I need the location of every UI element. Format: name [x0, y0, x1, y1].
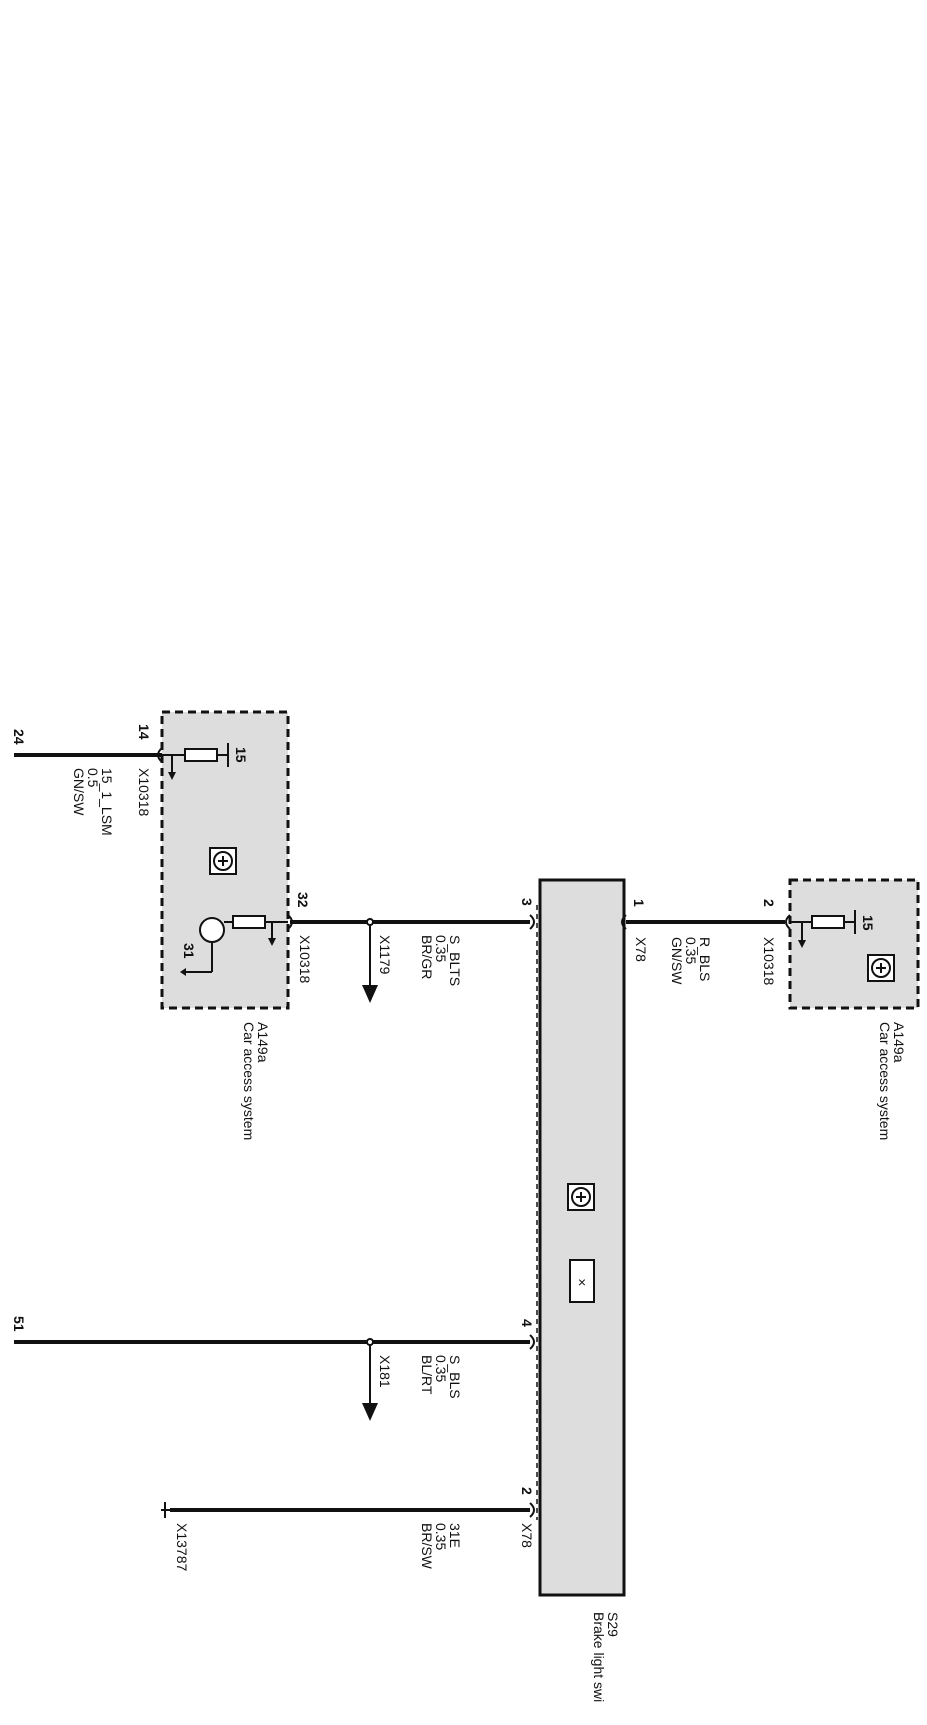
pin-connector-icon: [157, 747, 163, 763]
svg-text:BR/SW: BR/SW: [419, 1523, 435, 1570]
pin-label-14: 14: [136, 724, 152, 740]
svg-text:R_BLS: R_BLS: [697, 937, 713, 981]
pin-connector-icon: [529, 1334, 535, 1350]
svg-text:0.35: 0.35: [433, 1523, 449, 1550]
connector-label-x10318-b: X10318: [297, 935, 313, 983]
pin-label-32: 32: [295, 892, 311, 908]
module-label-top: A149a Car access system: [241, 1022, 271, 1140]
svg-text:0.35: 0.35: [683, 937, 699, 964]
pin-label-3: 3: [519, 898, 535, 906]
svg-text:0.35: 0.35: [433, 935, 449, 962]
svg-text:Brake light swi: Brake light swi: [591, 1612, 607, 1702]
svg-text:X10318: X10318: [761, 937, 777, 985]
wire-label-s-bls: S_BLS 0.35 BL/RT: [419, 1355, 463, 1399]
internal-label-31: 31: [181, 943, 197, 959]
connector-label-x78-a: X78: [633, 937, 649, 962]
car-access-module-right: [785, 878, 920, 1010]
connector-label-x10318-c: X10318: [761, 937, 777, 985]
pin-connector-icon: [529, 914, 535, 930]
switch-contact-symbol: ×: [578, 1274, 586, 1290]
pin-label-2-switch: 2: [519, 1487, 535, 1495]
svg-text:X1179: X1179: [377, 935, 393, 975]
svg-text:3: 3: [519, 898, 535, 906]
svg-text:31E: 31E: [447, 1523, 463, 1548]
svg-text:51: 51: [11, 1316, 27, 1332]
svg-text:X13787: X13787: [174, 1523, 190, 1571]
svg-text:GN/SW: GN/SW: [669, 937, 685, 985]
connector-label-x10318-a: X10318: [136, 768, 152, 816]
svg-text:GN/SW: GN/SW: [71, 768, 87, 816]
pin-label-4: 4: [519, 1319, 535, 1327]
svg-text:4: 4: [519, 1319, 535, 1327]
svg-text:Car access system: Car access system: [877, 1022, 893, 1140]
resistor-icon: [790, 910, 856, 948]
internal-label-15-top: 15: [233, 747, 249, 763]
svg-text:X10318: X10318: [136, 768, 152, 816]
svg-text:31: 31: [181, 943, 197, 959]
pin-connector-icon: [621, 914, 627, 930]
svg-text:24: 24: [11, 729, 27, 745]
wire-label-15-1-lsm: 15_1_LSM 0.5 GN/SW: [71, 768, 115, 836]
svg-text:S_BLTS: S_BLTS: [447, 935, 463, 986]
branch-label-x1179: X1179: [377, 935, 393, 975]
wire-label-31e: 31E 0.35 BR/SW: [419, 1523, 463, 1570]
pin-connector-icon: [529, 1502, 535, 1518]
wire-s-blts: [290, 918, 530, 1003]
svg-text:BR/GR: BR/GR: [419, 935, 435, 979]
car-access-module-top: [157, 710, 293, 1010]
edge-label-24: 24: [11, 729, 27, 745]
svg-text:X78: X78: [633, 937, 649, 962]
svg-text:S_BLS: S_BLS: [447, 1355, 463, 1399]
svg-text:X181: X181: [377, 1355, 393, 1388]
switch-label: S29 Brake light swi: [591, 1612, 621, 1702]
switch-contact-icon: [569, 1259, 595, 1303]
edge-label-51: 51: [11, 1316, 27, 1332]
ground-label-x13787: X13787: [174, 1523, 190, 1571]
svg-text:32: 32: [295, 892, 311, 908]
svg-text:X78: X78: [519, 1523, 535, 1548]
control-unit-icon: [567, 1183, 595, 1211]
transistor-icon: [180, 915, 288, 976]
svg-text:15: 15: [233, 747, 249, 763]
pin-label-2-right: 2: [761, 899, 777, 907]
pin-connector-icon: [785, 914, 791, 930]
wire-label-s-blts: S_BLTS 0.35 BR/GR: [419, 935, 463, 986]
control-unit-icon: [209, 847, 237, 875]
pin-label-1: 1: [631, 899, 647, 907]
svg-text:15_1_LSM: 15_1_LSM: [99, 768, 115, 836]
svg-text:0.5: 0.5: [85, 768, 101, 788]
svg-text:A149a: A149a: [891, 1022, 907, 1063]
pin-connector-icon: [287, 914, 293, 930]
svg-text:1: 1: [631, 899, 647, 907]
resistor-icon: [162, 743, 229, 780]
svg-text:14: 14: [136, 724, 152, 740]
svg-text:S29: S29: [605, 1612, 621, 1637]
svg-text:2: 2: [761, 899, 777, 907]
wire-label-r-bls: R_BLS 0.35 GN/SW: [669, 937, 713, 985]
svg-text:BL/RT: BL/RT: [419, 1355, 435, 1395]
wire-s-bls: [14, 1338, 530, 1421]
svg-text:Car access system: Car access system: [241, 1022, 257, 1140]
brake-light-switch: [529, 878, 627, 1597]
svg-text:X10318: X10318: [297, 935, 313, 983]
internal-label-15-right: 15: [860, 915, 876, 931]
svg-text:A149a: A149a: [255, 1022, 271, 1063]
wire-31e: [161, 1502, 530, 1518]
svg-text:0.35: 0.35: [433, 1355, 449, 1382]
branch-label-x181: X181: [377, 1355, 393, 1388]
control-unit-icon: [867, 954, 895, 982]
svg-text:15: 15: [860, 915, 876, 931]
module-label-right: A149a Car access system: [877, 1022, 907, 1140]
svg-text:2: 2: [519, 1487, 535, 1495]
connector-label-x78-b: X78: [519, 1523, 535, 1548]
